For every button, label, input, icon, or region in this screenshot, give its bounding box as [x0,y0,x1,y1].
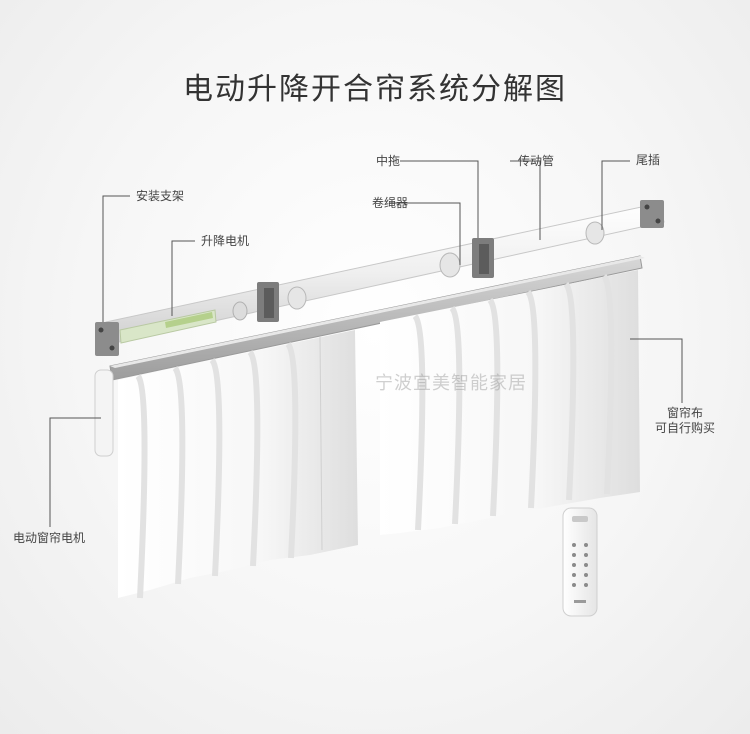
mounting-bracket-right [640,200,664,228]
curtain-fabric-left [118,330,358,599]
label-rope-winder: 卷绳器 [372,196,409,210]
lift-motor [119,309,217,344]
label-drive-tube: 传动管 [518,154,555,168]
curtain-fabric-right [380,270,640,535]
label-fabric-line1: 窗帘布 [666,406,703,420]
end-plug [585,221,605,245]
remote-control-icon [562,507,598,617]
label-fabric: 窗帘布 可自行购买 [652,406,718,436]
label-curtain-motor: 电动窗帘电机 [13,531,86,545]
mounting-bracket-left [95,322,119,356]
center-carrier [472,238,494,278]
leader-lines [49,160,683,527]
rope-winder [439,252,461,278]
label-center-carrier: 中拖 [376,154,401,168]
watermark: 宁波宜美智能家居 [375,373,527,394]
label-end-plug: 尾插 [636,153,661,167]
page-title: 电动升降开合帘系统分解图 [183,72,567,107]
label-lift-motor: 升降电机 [201,234,250,248]
center-carrier-left [257,282,279,322]
coupler-left [287,286,307,310]
curtain-motor [94,369,114,457]
label-mounting-bracket: 安装支架 [136,189,185,203]
label-fabric-line2: 可自行购买 [654,421,715,435]
